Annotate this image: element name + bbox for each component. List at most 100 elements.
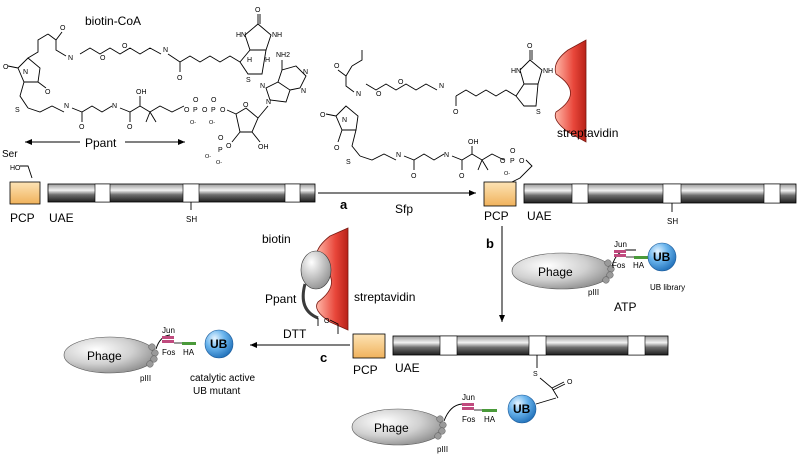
piii-bead [438, 427, 446, 435]
atom-o: O [459, 173, 465, 180]
atom-o: O [79, 124, 85, 131]
ha-tag [182, 342, 196, 345]
atom-n: N [260, 83, 265, 90]
atom-nh: NH [543, 68, 553, 75]
atom-s: S [346, 159, 351, 166]
ser-label: Ser [2, 149, 18, 160]
atom-o: O [220, 107, 226, 114]
jun-bar [162, 336, 174, 339]
atom-p: P [211, 107, 216, 114]
ub-sphere [647, 242, 677, 272]
atom-o: O [177, 75, 183, 82]
atom-o: O [193, 97, 199, 104]
atom-o: O [255, 7, 261, 14]
fos-bar [462, 407, 474, 410]
atom-o: O [519, 158, 525, 165]
atom-o: O [45, 89, 51, 96]
pcp-label: PCP [484, 209, 509, 223]
atom-n: N [303, 69, 308, 76]
ha-tag [634, 256, 648, 259]
atom-o: O [411, 173, 417, 180]
fos-label: Fos [462, 415, 475, 424]
catalytic-label-2: UB mutant [193, 386, 240, 397]
atom-n: N [23, 69, 28, 76]
atom-o: O [567, 379, 573, 386]
biotin-coa-structure: biotin-CoA O HN NH H H S O N O O N O N O… [3, 7, 308, 166]
atom-ominus: O- [209, 120, 215, 126]
atom-n: N [68, 55, 73, 62]
atom-s: S [533, 371, 538, 378]
atom-hn: HN [236, 32, 246, 39]
atom-nh2: NH2 [276, 52, 290, 59]
ub-library-phage: Phage pIII Jun Fos HA UB UB library ATP [511, 240, 685, 314]
atom-p: P [193, 107, 198, 114]
atom-h-2: H [247, 57, 252, 64]
bar-gap [439, 335, 458, 356]
jun-bar [462, 403, 474, 406]
streptavidin-label: streptavidin [354, 290, 415, 304]
pcp-label: PCP [10, 211, 35, 225]
dtt-label: DTT [283, 327, 307, 341]
piii-bead [604, 259, 612, 267]
pcp-label: PCP [353, 363, 378, 377]
atom-hn: HN [511, 68, 521, 75]
ppant-linker [301, 283, 319, 320]
atom-p: P [510, 158, 515, 165]
ha-label: HA [633, 261, 645, 270]
uae-domain [47, 183, 316, 203]
fos-bar [614, 254, 626, 257]
atom-ominus: O- [190, 120, 196, 126]
ha-label: HA [183, 348, 195, 357]
ppant-label: Ppant [85, 136, 117, 150]
atom-oh: OH [136, 89, 147, 96]
step-b-label: b [486, 236, 494, 251]
ub-sphere [507, 394, 537, 424]
atom-o: O [184, 107, 190, 114]
atom-n: N [64, 103, 69, 110]
ub-label: UB [210, 337, 228, 351]
bar-gap [763, 183, 781, 204]
atom-o: O [334, 63, 340, 70]
ho-label: HO [10, 165, 21, 172]
atom-nh: NH [272, 32, 282, 39]
captured-ppant: biotin streptavidin Ppant O [262, 227, 415, 334]
piii-bead [436, 415, 444, 423]
released-phage: Phage pIII Jun Fos HA UB catalytic activ… [63, 326, 255, 397]
atom-ominus: O- [205, 154, 211, 160]
uae-domain [523, 183, 797, 204]
piii-label: pIII [588, 288, 599, 297]
atom-n: N [112, 103, 117, 110]
bound-phage: Phage pIII Jun Fos HA UB [351, 393, 557, 454]
ha-label: HA [484, 415, 496, 424]
biotin-coa-title: biotin-CoA [85, 14, 141, 28]
atom-n: N [163, 47, 168, 54]
biotin-blob [300, 250, 332, 290]
atom-o: O [122, 43, 128, 50]
jun-label: Jun [614, 240, 627, 249]
sh-label: SH [186, 215, 197, 224]
biotin-label: biotin [262, 232, 291, 246]
catalytic-label-1: catalytic active [190, 373, 255, 384]
fos-bar [162, 340, 174, 343]
fos-label: Fos [612, 261, 625, 270]
atom-o: O [324, 318, 330, 325]
jun-label: Jun [162, 326, 175, 335]
streptavidin-label: streptavidin [557, 126, 618, 140]
atom-o: O [527, 43, 533, 50]
sfp-label: Sfp [395, 202, 413, 216]
bar-gap [627, 335, 646, 356]
biotin-ppant-structure: streptavidin O HN NH S O N O O N O N O O… [320, 39, 618, 183]
piii-label: pIII [140, 374, 151, 383]
fos-label: Fos [162, 348, 175, 357]
bar-gap [528, 335, 547, 356]
pcp-domain [9, 181, 41, 205]
atom-s: S [246, 77, 251, 84]
atom-o: O [243, 102, 249, 109]
atom-o: O [510, 148, 516, 155]
piii-bead [439, 421, 447, 429]
atom-o: O [202, 107, 208, 114]
pcp-domain [483, 181, 517, 207]
atom-h: H [265, 57, 270, 64]
atom-p: P [218, 147, 223, 154]
